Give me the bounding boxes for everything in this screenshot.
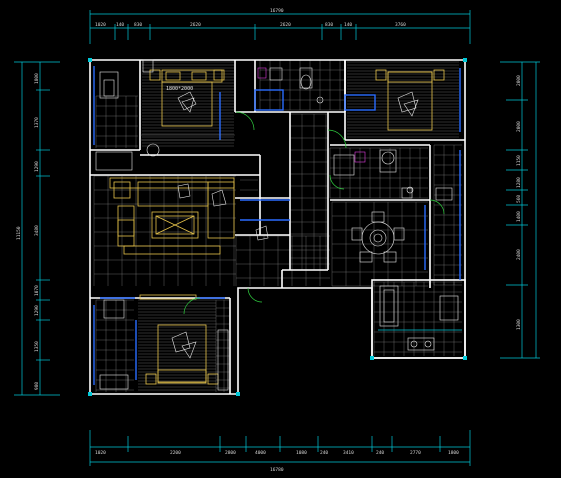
dim-top-2: 140 xyxy=(116,22,124,28)
dim-bottom-8: 240 xyxy=(376,450,384,456)
dim-left-5: 1070 xyxy=(34,285,40,296)
dim-right-2: 2000 xyxy=(516,121,522,132)
dim-bottom-7: 3410 xyxy=(343,450,354,456)
bed-size-label: 1800*2000 xyxy=(166,86,193,92)
dining-room xyxy=(351,187,453,263)
dim-right-5: 560 xyxy=(516,195,522,203)
dim-top-1: 1020 xyxy=(95,22,106,28)
dim-bottom-9: 2770 xyxy=(410,450,421,456)
windows xyxy=(93,66,461,385)
dimension-bottom: 1020 2200 2800 4000 1080 240 3410 240 27… xyxy=(89,430,471,473)
dimension-top: 16790 1020 140 830 2620 2620 830 140 376… xyxy=(89,8,471,44)
dim-bottom-5: 1080 xyxy=(296,450,307,456)
dim-bottom-3: 2800 xyxy=(225,450,236,456)
dim-left-1: 1800 xyxy=(34,73,40,84)
master-bedroom: 1800*2000 xyxy=(140,59,235,157)
dim-bottom-10: 1800 xyxy=(448,450,459,456)
columns xyxy=(88,58,467,396)
dimension-left: 11150 1800 1370 1290 3480 1070 1290 1350… xyxy=(14,61,60,396)
dim-top-7: 140 xyxy=(344,22,352,28)
dim-right-7: 2400 xyxy=(516,249,522,260)
right-bedroom xyxy=(375,69,445,131)
dim-right-1: 2000 xyxy=(516,75,522,86)
dim-left-total: 11150 xyxy=(16,226,22,240)
dim-right-4: 1280 xyxy=(516,177,522,188)
dim-top-4: 2620 xyxy=(190,22,201,28)
bathrooms xyxy=(257,67,414,194)
dim-left-7: 1350 xyxy=(34,341,40,352)
kitchen xyxy=(378,285,462,351)
dim-right-3: 1150 xyxy=(516,155,522,166)
living-room xyxy=(109,177,269,255)
dim-right-6: 1400 xyxy=(516,211,522,222)
lower-bedroom xyxy=(99,294,229,391)
dim-bottom-total: 16780 xyxy=(270,467,284,473)
dim-left-4: 3480 xyxy=(34,225,40,236)
dim-top-5: 2620 xyxy=(280,22,291,28)
utility-room xyxy=(95,71,133,171)
dim-top-6: 830 xyxy=(325,22,333,28)
dim-right-8: 1300 xyxy=(516,319,522,330)
dim-left-2: 1370 xyxy=(34,117,40,128)
dim-bottom-1: 1020 xyxy=(95,450,106,456)
dim-left-3: 1290 xyxy=(34,161,40,172)
dim-top-8: 3760 xyxy=(395,22,406,28)
dim-left-6: 1290 xyxy=(34,305,40,316)
dim-bottom-4: 4000 xyxy=(255,450,266,456)
dim-top-total: 16790 xyxy=(270,8,284,14)
dim-bottom-6: 240 xyxy=(320,450,328,456)
dim-bottom-2: 2200 xyxy=(170,450,181,456)
dim-left-8: 980 xyxy=(34,382,40,390)
dimension-right: 2000 2000 1150 1280 560 1400 2400 1300 xyxy=(500,61,540,359)
dim-top-3: 830 xyxy=(134,22,142,28)
doors xyxy=(183,111,445,315)
